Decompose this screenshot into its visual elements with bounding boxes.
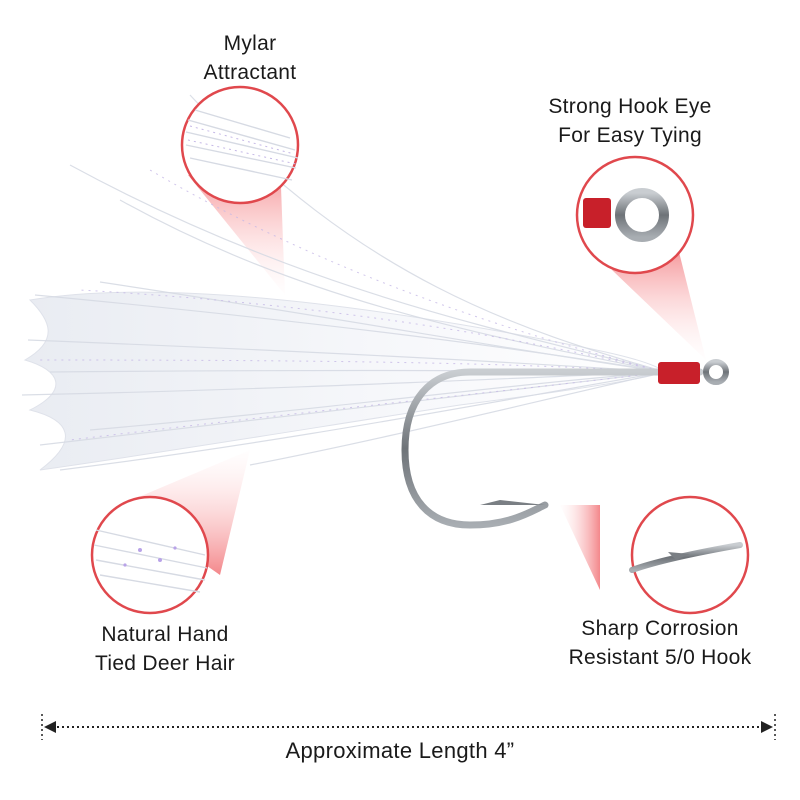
hook-eye-label-line2: For Easy Tying <box>558 124 702 147</box>
length-dimension-line <box>41 714 776 740</box>
mylar-label-line2: Attractant <box>203 61 297 84</box>
deer-hair-callout-label: Natural Hand Tied Deer Hair <box>40 620 290 678</box>
deer-hair-magnifier <box>90 495 210 615</box>
hook-label-line1: Sharp Corrosion <box>581 617 739 640</box>
mylar-label-line1: Mylar <box>223 32 277 55</box>
thread-wrap <box>658 362 700 384</box>
mylar-callout-label: Mylar Attractant <box>140 29 360 87</box>
deer-hair-label-line1: Natural Hand <box>101 623 229 646</box>
hook-eye-callout-label: Strong Hook Eye For Easy Tying <box>500 92 760 150</box>
mylar-magnifier <box>180 85 300 205</box>
deer-hair-wing <box>21 94 667 471</box>
deer-hair-label-line2: Tied Deer Hair <box>95 652 235 675</box>
hook-label-line2: Resistant 5/0 Hook <box>568 646 752 669</box>
hook-callout-label: Sharp Corrosion Resistant 5/0 Hook <box>530 614 790 672</box>
hook <box>401 359 729 529</box>
hook-eye-magnifier <box>575 155 695 275</box>
hook-callout-cone <box>560 505 600 590</box>
length-label: Approximate Length 4” <box>285 738 515 763</box>
hook-point-magnifier <box>629 495 750 615</box>
hook-eye-label-line1: Strong Hook Eye <box>548 95 712 118</box>
